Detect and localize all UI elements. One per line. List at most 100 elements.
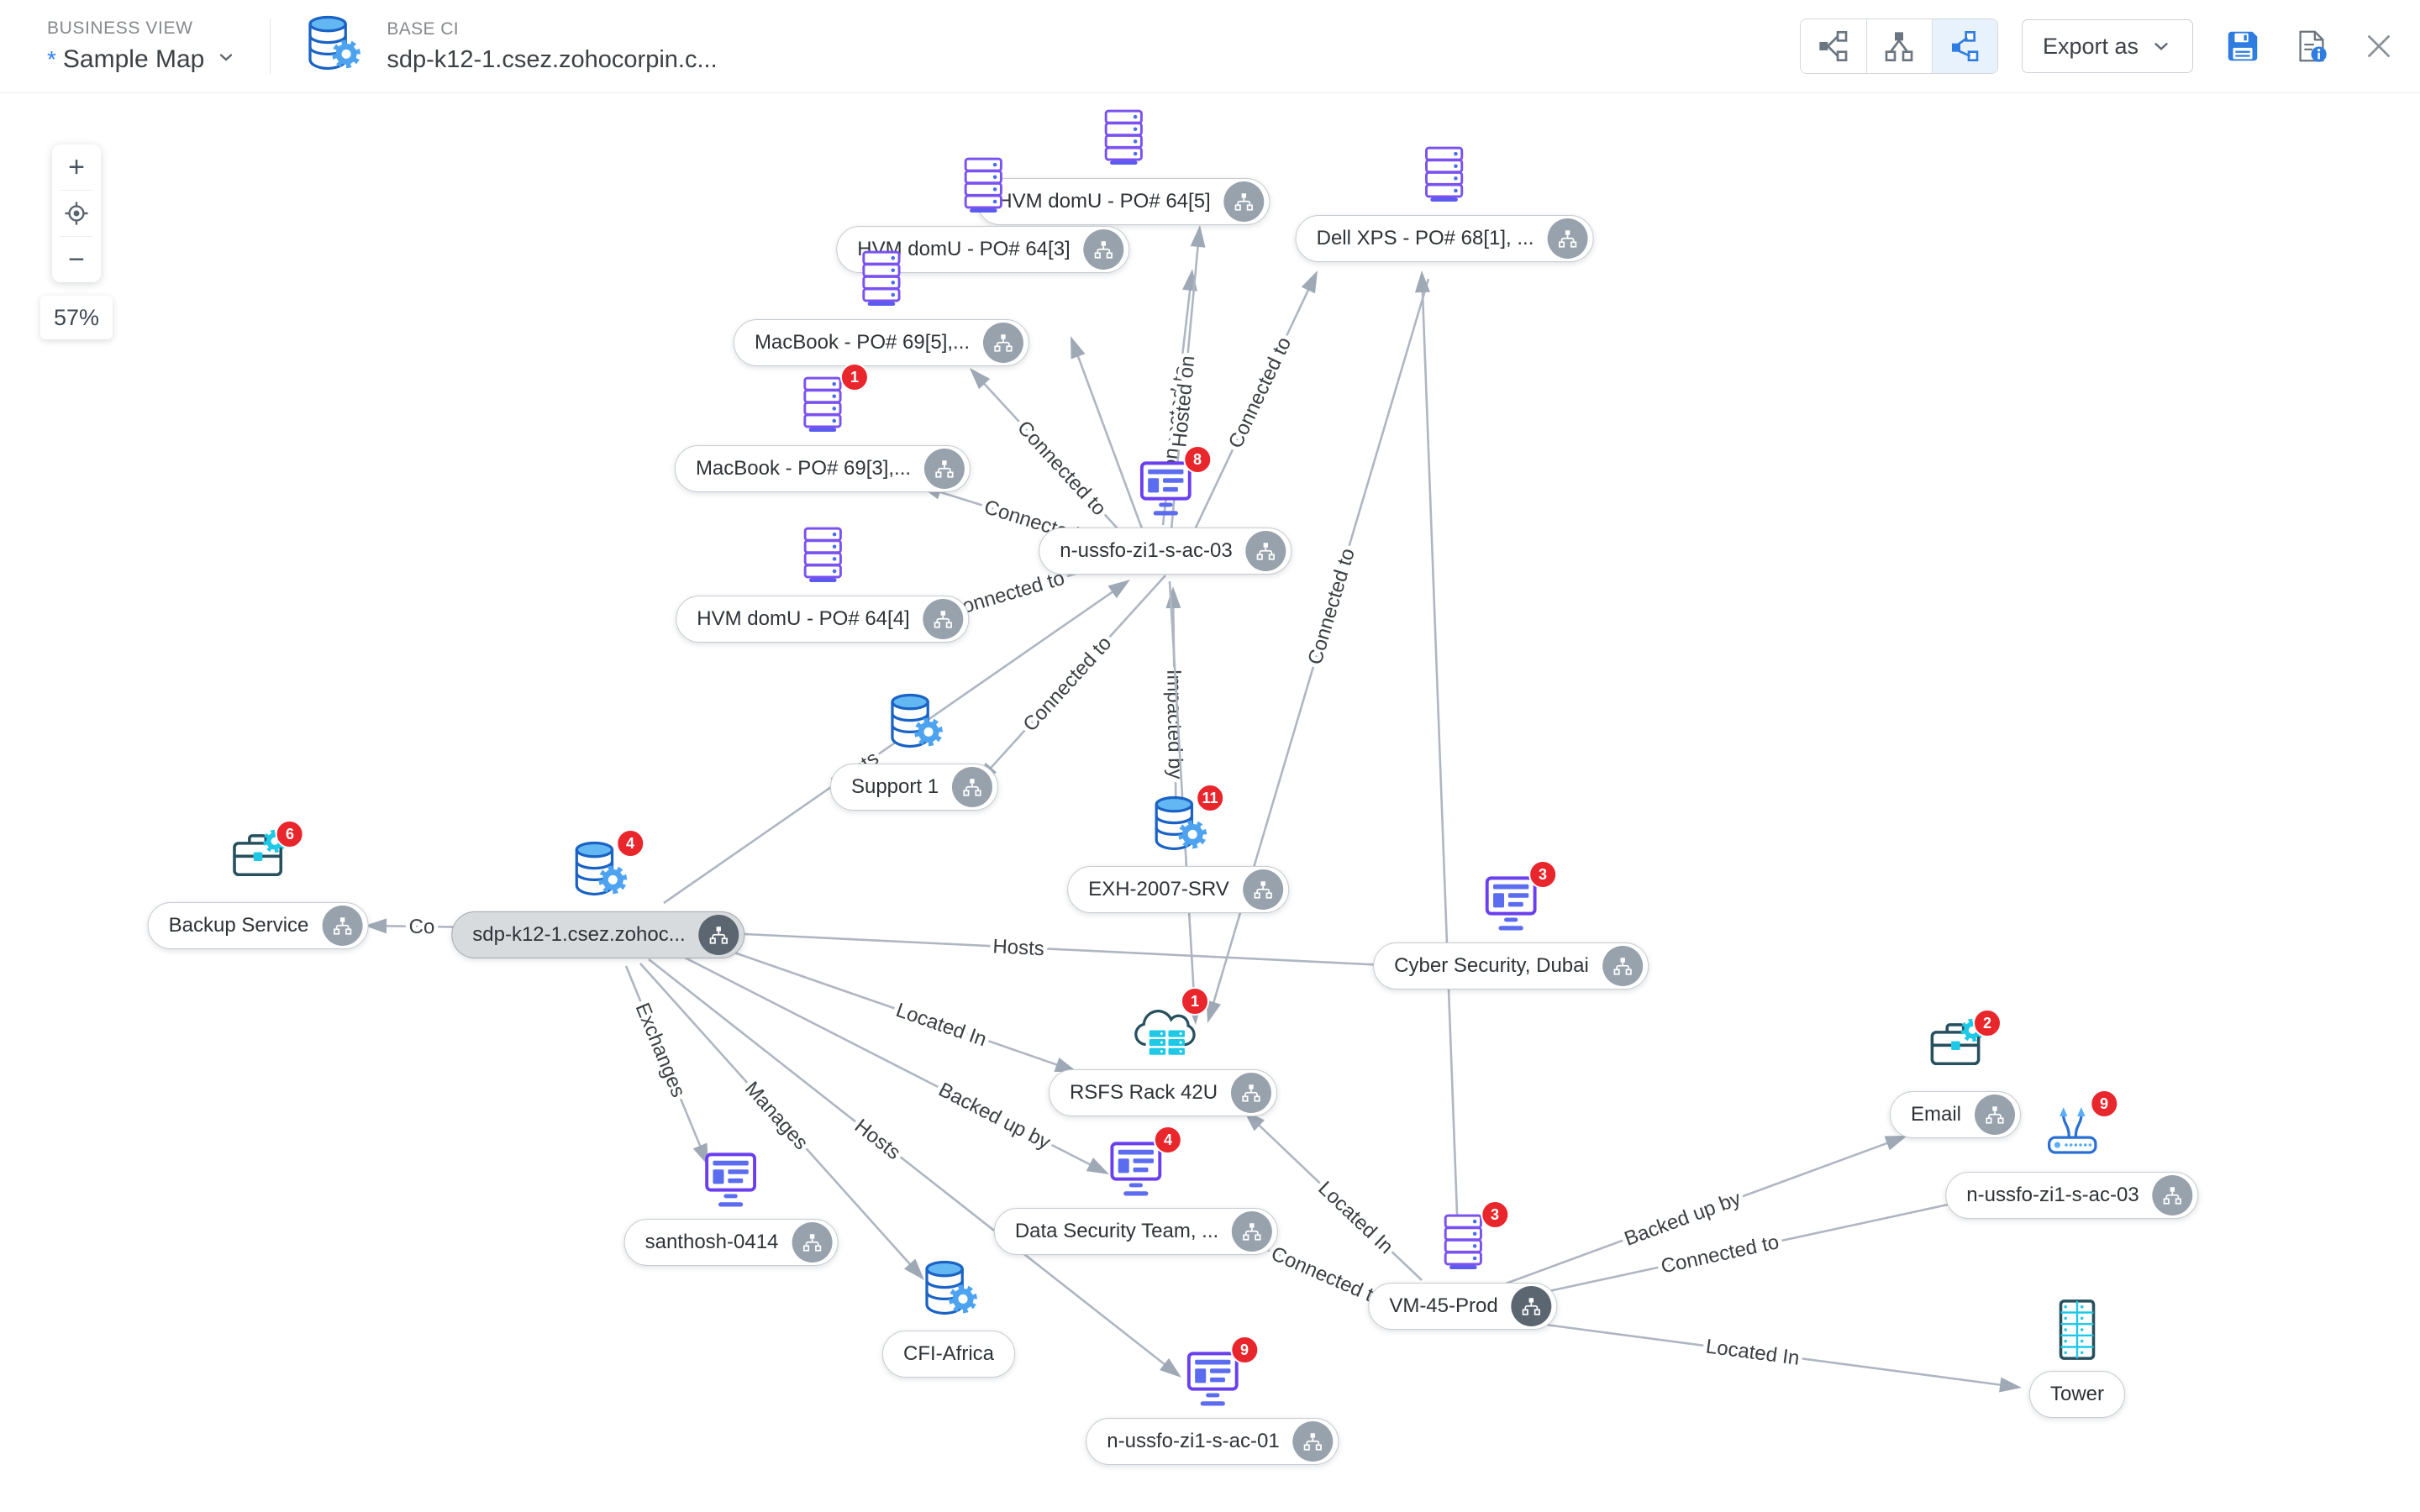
zoom-panel: + − xyxy=(52,144,101,282)
expand-relationships-icon[interactable] xyxy=(983,323,1024,363)
ci-node-santhosh-0414[interactable]: santhosh-0414 xyxy=(623,1145,839,1266)
ci-node-hvm-domu-64-3[interactable]: HVM domU - PO# 64[3] xyxy=(836,152,1130,273)
alert-count-badge: 3 xyxy=(1481,1200,1509,1229)
ci-pill[interactable]: Support 1 xyxy=(829,764,999,811)
alert-count-badge: 4 xyxy=(615,829,644,858)
ci-pill[interactable]: Backup Service xyxy=(147,902,369,949)
ci-pill[interactable]: MacBook - PO# 69[3],... xyxy=(674,445,971,492)
monitor-icon xyxy=(698,1145,764,1210)
ci-pill[interactable]: Cyber Security, Dubai xyxy=(1373,942,1649,990)
edge-label: Exchanges xyxy=(631,1000,690,1100)
map-name-dropdown[interactable]: * Sample Map xyxy=(47,45,236,74)
edge-label: Connected to xyxy=(1224,333,1296,452)
alert-count-badge: 2 xyxy=(1972,1009,2002,1037)
expand-relationships-icon[interactable] xyxy=(1602,946,1643,986)
ci-pill[interactable]: sdp-k12-1.csez.zohoc... xyxy=(451,911,745,958)
ci-node-support-1[interactable]: Support 1 xyxy=(829,690,999,811)
router-icon: 9 xyxy=(2039,1089,2118,1163)
expand-relationships-icon[interactable] xyxy=(1232,1211,1273,1252)
ci-pill[interactable]: CFI-Africa xyxy=(882,1331,1015,1378)
ci-pill[interactable]: Dell XPS - PO# 68[1], ... xyxy=(1295,215,1594,262)
ci-pill[interactable]: MacBook - PO# 69[5],... xyxy=(733,319,1030,366)
layout-radial-button[interactable] xyxy=(1931,19,1997,73)
arrowhead-icon xyxy=(1165,586,1181,609)
server-icon xyxy=(790,522,855,587)
divider xyxy=(60,190,92,191)
expand-relationships-icon[interactable] xyxy=(1223,181,1265,222)
expand-relationships-icon[interactable] xyxy=(1975,1095,2016,1135)
ci-label: Cyber Security, Dubai xyxy=(1394,954,1589,977)
expand-relationships-icon[interactable] xyxy=(1231,1073,1272,1113)
ci-pill[interactable]: HVM domU - PO# 64[3] xyxy=(836,226,1130,273)
edge-label: Co xyxy=(408,916,434,938)
edge-label: Hosts xyxy=(850,1115,905,1164)
edge-vm-45-prod-tower: Located In xyxy=(1513,1319,2022,1393)
expand-relationships-icon[interactable] xyxy=(1292,1421,1334,1462)
expand-relationships-icon[interactable] xyxy=(792,1222,833,1263)
ci-pill[interactable]: santhosh-0414 xyxy=(623,1219,839,1266)
ci-pill[interactable]: VM-45-Prod xyxy=(1368,1283,1558,1330)
expand-relationships-icon[interactable] xyxy=(1511,1286,1552,1326)
ci-node-hvm-domu-64-5[interactable]: HVM domU - PO# 64[5] xyxy=(976,104,1270,225)
zoom-in-button[interactable]: + xyxy=(52,144,101,190)
ci-node-hvm-domu-64-4[interactable]: HVM domU - PO# 64[4] xyxy=(676,522,970,643)
expand-relationships-icon[interactable] xyxy=(2152,1175,2193,1215)
ci-pill[interactable]: HVM domU - PO# 64[4] xyxy=(676,596,970,643)
expand-relationships-icon[interactable] xyxy=(952,767,993,807)
ci-node-n-ussfo-zi1-s-ac-03-right[interactable]: 9 n-ussfo-zi1-s-ac-03 xyxy=(1945,1089,2199,1219)
ci-pill[interactable]: Data Security Team, ... xyxy=(993,1208,1279,1255)
divider xyxy=(60,236,92,237)
cloudrack-icon: 1 xyxy=(1130,987,1209,1061)
zoom-out-button[interactable]: − xyxy=(52,237,101,282)
expand-relationships-icon[interactable] xyxy=(923,599,964,639)
ci-node-macbook-69-5[interactable]: MacBook - PO# 69[5],... xyxy=(733,245,1030,366)
arrowhead-icon xyxy=(903,1258,924,1280)
locate-button[interactable] xyxy=(52,191,101,236)
ci-pill[interactable]: n-ussfo-zi1-s-ac-03 xyxy=(1039,528,1292,575)
ci-node-dell-xps-68-1[interactable]: Dell XPS - PO# 68[1], ... xyxy=(1295,141,1594,262)
expand-relationships-icon[interactable] xyxy=(698,915,739,955)
ci-pill[interactable]: n-ussfo-zi1-s-ac-01 xyxy=(1086,1418,1339,1465)
ci-node-sdp-k12-1[interactable]: 4 sdp-k12-1.csez.zohoc... xyxy=(451,829,745,958)
header-divider xyxy=(270,18,271,74)
edge-n-ussfo-zi1-s-ac-03-center-hvm-domu-64-3 xyxy=(1071,336,1144,532)
arrowhead-icon xyxy=(1414,270,1430,293)
ci-pill[interactable]: EXH-2007-SRV xyxy=(1067,866,1289,913)
layout-tree-button[interactable] xyxy=(1865,19,1932,73)
unsaved-marker: * xyxy=(47,46,56,72)
close-icon xyxy=(2368,35,2390,57)
ci-pill[interactable]: Email xyxy=(1889,1091,2022,1138)
ci-label: Backup Service xyxy=(168,914,309,937)
save-icon xyxy=(2228,31,2258,61)
ci-pill[interactable]: RSFS Rack 42U xyxy=(1048,1069,1278,1116)
ci-node-tower[interactable]: Tower xyxy=(2028,1297,2126,1418)
ci-pill[interactable]: HVM domU - PO# 64[5] xyxy=(976,178,1270,225)
expand-relationships-icon[interactable] xyxy=(1547,218,1588,259)
expand-relationships-icon[interactable] xyxy=(1083,229,1124,270)
expand-relationships-icon[interactable] xyxy=(322,906,363,946)
expand-relationships-icon[interactable] xyxy=(1245,531,1286,571)
expand-relationships-icon[interactable] xyxy=(1242,869,1283,910)
ci-pill[interactable]: Tower xyxy=(2028,1371,2126,1418)
ci-label: MacBook - PO# 69[3],... xyxy=(695,457,912,480)
expand-relationships-icon[interactable] xyxy=(924,449,965,489)
map-properties-button[interactable] xyxy=(2292,27,2331,66)
close-button[interactable] xyxy=(2361,29,2396,64)
save-button[interactable] xyxy=(2223,27,2262,66)
ci-pill[interactable]: n-ussfo-zi1-s-ac-03 xyxy=(1945,1172,2199,1219)
layout-mesh-button[interactable] xyxy=(1800,19,1866,73)
ci-node-cfi-africa[interactable]: CFI-Africa xyxy=(882,1257,1015,1378)
export-as-button[interactable]: Export as xyxy=(2021,19,2193,73)
chevron-down-icon xyxy=(216,45,236,74)
